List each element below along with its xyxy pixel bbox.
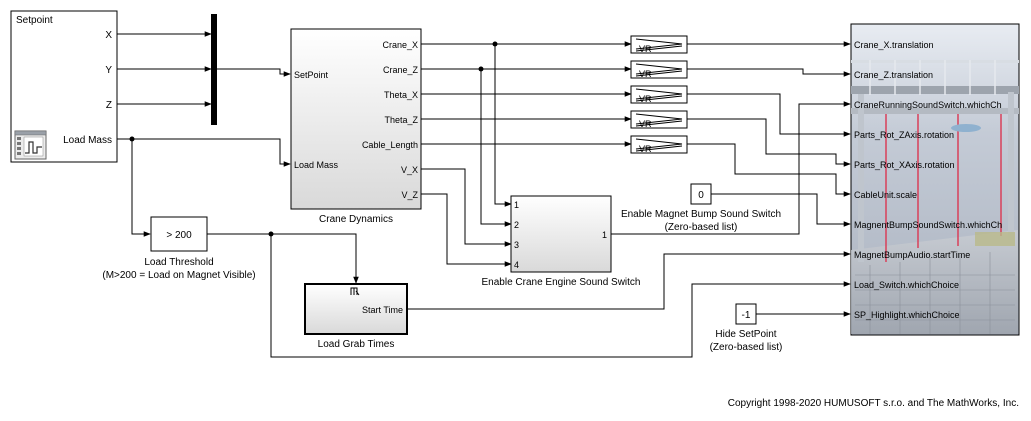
sink-port-label: SP_Highlight.whichChoice — [854, 310, 960, 320]
sink-port-label: Parts_Rot_XAxis.rotation — [854, 160, 955, 170]
setpoint-block[interactable]: Setpoint X Y Z Load Mass — [10, 10, 118, 163]
vr-signal-icon — [635, 113, 683, 127]
vr-block-crane-z[interactable]: VR — [630, 60, 688, 79]
wire-crane-x-switch[interactable] — [494, 44, 512, 207]
switch-input-2: 2 — [514, 220, 519, 230]
virtual-world-preview — [851, 60, 1019, 334]
load-threshold-block[interactable]: > 200 — [150, 216, 208, 252]
wire-magnet-const[interactable] — [711, 193, 851, 227]
switch-input-1: 1 — [514, 200, 519, 210]
vr-block-crane-x[interactable]: VR — [630, 35, 688, 54]
switch-output-1: 1 — [602, 230, 607, 240]
vr-signal-icon — [635, 38, 683, 52]
hide-setpoint-label-line1: Hide SetPoint — [715, 329, 776, 340]
hide-setpoint-constant-value: -1 — [742, 310, 751, 321]
load-grab-output-start-time: Start Time — [362, 305, 403, 315]
signal-builder-icon — [14, 130, 47, 160]
hide-setpoint-constant-block[interactable]: -1 — [735, 303, 757, 325]
branch-points — [129, 41, 498, 237]
wire-vr4-sink[interactable] — [687, 118, 851, 167]
setpoint-port-y: Y — [105, 65, 112, 76]
vr-label: VR — [639, 44, 652, 54]
crane-output-crane-z: Crane_Z — [383, 65, 419, 75]
sink-port-label: Load_Switch.whichChoice — [854, 280, 959, 290]
wire-vr2-sink[interactable] — [687, 68, 851, 77]
wire-switch-sink[interactable] — [611, 101, 851, 235]
signal-lines — [117, 31, 851, 358]
magnet-bump-constant-value: 0 — [698, 190, 704, 201]
vr-label: VR — [639, 69, 652, 79]
sink-port-label: CraneRunningSoundSwitch.whichCh — [854, 100, 1002, 110]
load-grab-times-block[interactable]: Start Time — [304, 283, 408, 335]
wire-vr5-sink[interactable] — [687, 143, 851, 197]
crane-input-setpoint: SetPoint — [294, 70, 329, 80]
threshold-label-line2: (M>200 = Load on Magnet Visible) — [102, 270, 255, 281]
vr-sink-block[interactable]: Crane_X.translation Crane_Z.translation … — [850, 23, 1020, 336]
sink-port-label: MagnetBumpAudio.startTime — [854, 250, 970, 260]
vr-blocks: VR VR VR VR VR — [630, 35, 688, 154]
branch-point — [492, 41, 498, 47]
sink-port-label: Crane_Z.translation — [854, 70, 933, 80]
wire-start-time[interactable] — [407, 251, 851, 310]
crane-output-v-z: V_Z — [401, 190, 418, 200]
setpoint-port-x: X — [105, 30, 112, 41]
crane-output-cable-length: Cable_Length — [362, 140, 418, 150]
switch-input-3: 3 — [514, 240, 519, 250]
vr-signal-icon — [635, 138, 683, 152]
wire-load-mass[interactable] — [117, 138, 291, 167]
wire-crane-z-switch[interactable] — [480, 69, 512, 227]
vr-block-theta-z[interactable]: VR — [630, 110, 688, 129]
wire-threshold-grab[interactable] — [207, 233, 359, 284]
wire-load-mass-threshold[interactable] — [131, 139, 151, 237]
crane-output-theta-x: Theta_X — [384, 90, 418, 100]
sink-port-label: MagnentBumpSoundSwitch.whichCh — [854, 220, 1002, 230]
vr-label: VR — [639, 144, 652, 154]
threshold-label-line1: Load Threshold — [144, 257, 213, 268]
trigger-icon — [350, 287, 360, 296]
branch-point — [268, 231, 274, 237]
vr-label: VR — [639, 119, 652, 129]
engine-sound-switch-block[interactable]: 1 2 3 4 1 — [510, 195, 612, 273]
branch-point — [129, 136, 135, 142]
wire-v-x[interactable] — [421, 168, 512, 247]
magnet-bump-label-line2: (Zero-based list) — [665, 222, 738, 233]
crane-output-theta-z: Theta_Z — [384, 115, 418, 125]
copyright-notice: Copyright 1998-2020 HUMUSOFT s.r.o. and … — [728, 398, 1019, 409]
load-grab-times-label: Load Grab Times — [318, 339, 395, 350]
setpoint-port-load-mass: Load Mass — [63, 135, 112, 146]
branch-point — [478, 66, 484, 72]
wire-vr3-sink[interactable] — [687, 93, 851, 137]
sink-port-label: Parts_Rot_ZAxis.rotation — [854, 130, 954, 140]
switch-input-4: 4 — [514, 260, 519, 270]
wire-v-z[interactable] — [421, 193, 512, 267]
magnet-bump-label-line1: Enable Magnet Bump Sound Switch — [621, 209, 781, 220]
magnet-bump-constant-block[interactable]: 0 — [690, 183, 712, 205]
threshold-value: > 200 — [166, 230, 192, 241]
mux-block[interactable] — [211, 14, 217, 125]
vr-signal-icon — [635, 63, 683, 77]
wire-mux-setpoint[interactable] — [217, 68, 291, 77]
crane-output-v-x: V_X — [401, 165, 418, 175]
setpoint-title: Setpoint — [16, 15, 53, 26]
vr-block-cable-length[interactable]: VR — [630, 135, 688, 154]
crane-input-load-mass: Load Mass — [294, 160, 339, 170]
wire-threshold-load-switch[interactable] — [270, 234, 851, 358]
sink-port-label: Crane_X.translation — [854, 40, 934, 50]
crane-dynamics-label: Crane Dynamics — [319, 214, 393, 225]
vr-label: VR — [639, 94, 652, 104]
sink-port-label: CableUnit.scale — [854, 190, 917, 200]
vr-signal-icon — [635, 88, 683, 102]
crane-output-crane-x: Crane_X — [382, 40, 418, 50]
crane-dynamics-block[interactable]: SetPoint Load Mass Crane_X Crane_Z Theta… — [290, 28, 422, 210]
engine-sound-switch-label: Enable Crane Engine Sound Switch — [482, 277, 641, 288]
hide-setpoint-label-line2: (Zero-based list) — [710, 342, 783, 353]
vr-block-theta-x[interactable]: VR — [630, 85, 688, 104]
setpoint-port-z: Z — [106, 100, 112, 111]
